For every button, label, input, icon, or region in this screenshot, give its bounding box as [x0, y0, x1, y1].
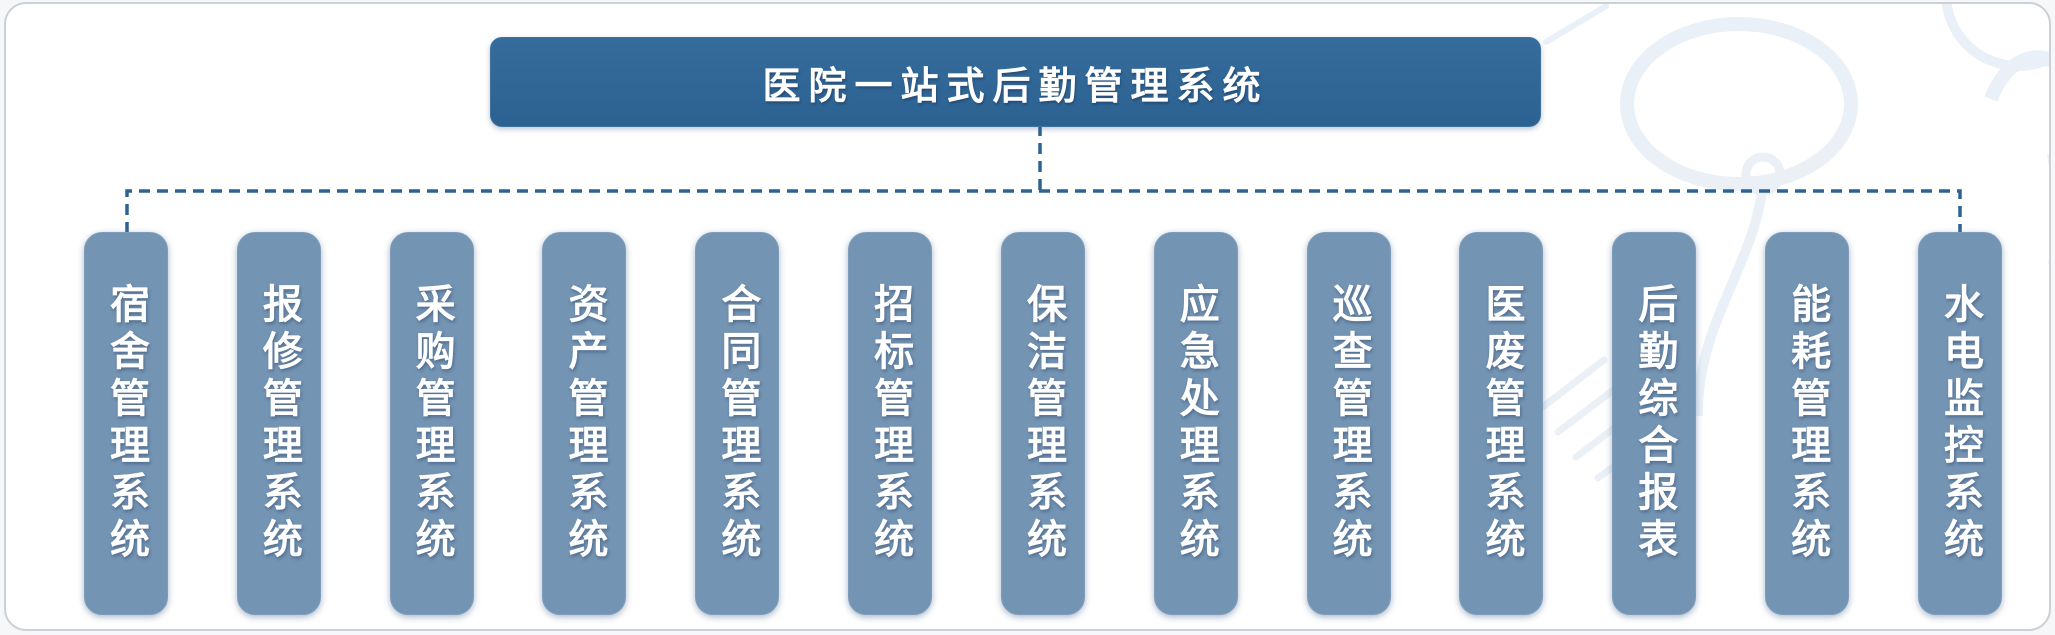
system-node-label: 保洁管理系统	[1019, 282, 1066, 565]
system-node: 能耗管理系统	[1765, 232, 1850, 615]
system-node-label: 后勤综合报表	[1631, 282, 1678, 565]
system-node-label: 能耗管理系统	[1784, 282, 1831, 565]
root-node: 医院一站式后勤管理系统	[490, 37, 1541, 127]
branch-connector	[125, 189, 1962, 233]
system-node: 保洁管理系统	[1000, 232, 1085, 615]
system-node: 医废管理系统	[1459, 232, 1544, 615]
system-node-label: 医废管理系统	[1478, 282, 1525, 565]
system-node-label: 采购管理系统	[408, 282, 455, 565]
system-node-label: 水电监控系统	[1936, 282, 1983, 565]
system-node: 水电监控系统	[1917, 232, 2002, 615]
system-node: 合同管理系统	[695, 232, 780, 615]
root-node-label: 医院一站式后勤管理系统	[762, 63, 1269, 108]
system-node: 后勤综合报表	[1612, 232, 1697, 615]
system-node: 巡查管理系统	[1306, 232, 1391, 615]
system-node-label: 招标管理系统	[867, 282, 914, 565]
system-node-label: 巡查管理系统	[1325, 282, 1372, 565]
system-node-label: 报修管理系统	[255, 282, 302, 565]
system-node-label: 资产管理系统	[561, 282, 608, 565]
system-node: 采购管理系统	[389, 232, 474, 615]
system-node: 招标管理系统	[848, 232, 933, 615]
system-node: 资产管理系统	[542, 232, 627, 615]
system-node-label: 合同管理系统	[714, 282, 761, 565]
diagram-card: 医院一站式后勤管理系统 宿舍管理系统 报修管理系统 采购管理系统 资产管理系统 …	[4, 2, 2051, 631]
system-node: 报修管理系统	[236, 232, 321, 615]
system-node: 宿舍管理系统	[84, 232, 168, 615]
system-node-label: 应急处理系统	[1172, 282, 1219, 565]
system-node: 应急处理系统	[1153, 232, 1238, 615]
system-node-label: 宿舍管理系统	[103, 282, 149, 565]
systems-row: 宿舍管理系统 报修管理系统 采购管理系统 资产管理系统 合同管理系统 招标管理系…	[84, 232, 2002, 615]
